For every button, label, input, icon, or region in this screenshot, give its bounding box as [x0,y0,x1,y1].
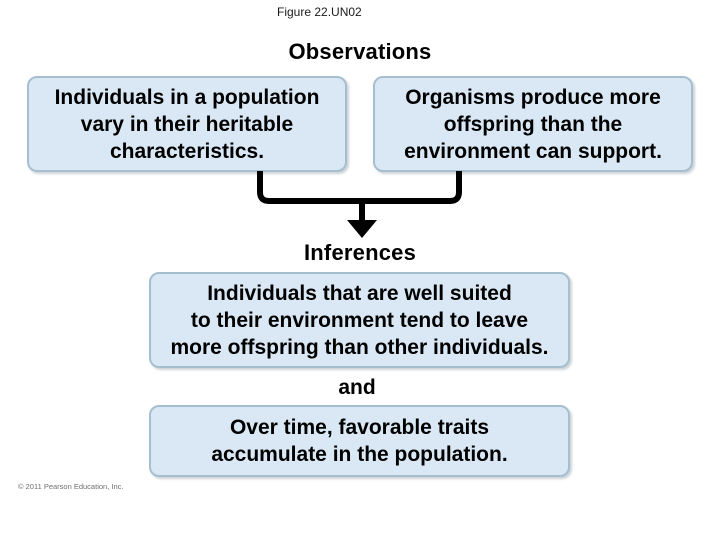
inference-box-2-text: Over time, favorable traits accumulate i… [211,416,508,466]
observation-right-text: Organisms produce more offspring than th… [404,85,662,163]
inference-box-1: Individuals that are well suited to thei… [149,272,570,368]
arrow-head [347,220,377,238]
observations-heading: Observations [288,39,432,64]
observation-box-left: Individuals in a population vary in thei… [27,76,347,172]
observation-left-text: Individuals in a population vary in thei… [54,85,320,163]
inference-box-1-text: Individuals that are well suited to thei… [170,281,549,359]
observation-box-right: Organisms produce more offspring than th… [373,76,693,172]
merge-bracket-path [257,171,462,204]
copyright-notice: © 2011 Pearson Education, Inc. [18,482,124,491]
and-connector-label: and [338,376,376,399]
inferences-heading: Inferences [303,240,417,265]
inference-box-2: Over time, favorable traits accumulate i… [149,405,570,477]
figure-label: Figure 22.UN02 [277,5,362,19]
bracket-merge-down-arrow-icon [257,171,462,238]
